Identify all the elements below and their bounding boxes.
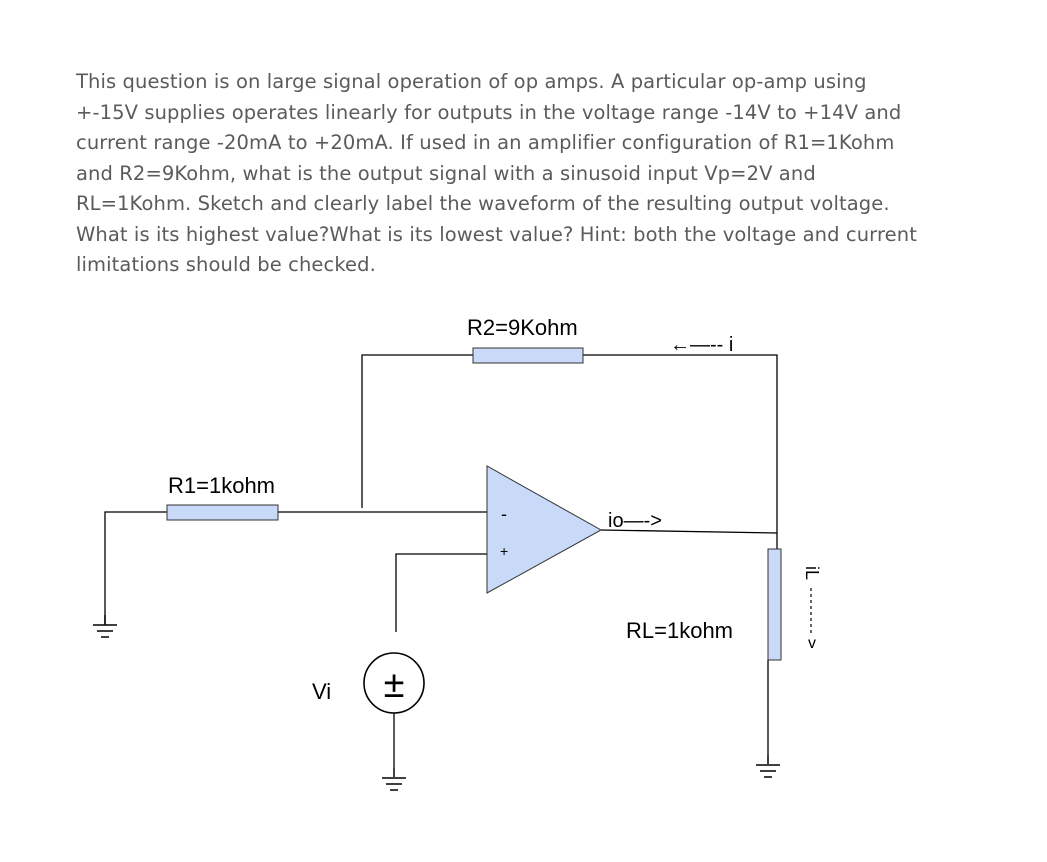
question-line: This question is on large signal operati… xyxy=(76,70,867,93)
vi-label: Vi xyxy=(312,679,331,704)
rl-label: RL=1kohm xyxy=(626,618,733,643)
ground-icon xyxy=(756,755,780,778)
resistor-rl xyxy=(767,548,782,661)
current-i-label: ←—-- i xyxy=(670,334,733,356)
feedback-wire-right xyxy=(583,354,778,549)
resistor-r2 xyxy=(472,347,584,364)
question-line: What is its highest value?What is its lo… xyxy=(76,222,917,246)
question-line: limitations should be checked. xyxy=(76,253,376,276)
source-symbol: ± xyxy=(384,664,405,706)
minus-sign: - xyxy=(501,504,507,524)
output-wire xyxy=(600,529,778,534)
question-line: and R2=9Kohm, what is the output signal … xyxy=(76,161,816,185)
r1-label: R1=1kohm xyxy=(168,473,275,498)
plus-sign: + xyxy=(500,543,508,559)
input-wire-left xyxy=(104,511,167,625)
ground-icon xyxy=(382,777,406,791)
ground-icon xyxy=(93,624,117,638)
question-line: current range -20mA to +20mA. If used in… xyxy=(76,131,895,154)
input-wire-noninverting xyxy=(395,553,488,632)
resistor-r1 xyxy=(166,504,279,521)
il-label: iL xyxy=(802,566,822,580)
io-label: io—-> xyxy=(608,510,662,532)
question-line: +-15V supplies operates linearly for out… xyxy=(76,100,902,124)
opamp-triangle xyxy=(486,465,603,594)
feedback-wire xyxy=(361,354,473,508)
il-arrow-tip: v xyxy=(808,635,816,652)
question-text: This question is on large signal operati… xyxy=(76,67,1036,281)
voltage-source xyxy=(363,652,425,714)
r2-label: R2=9Kohm xyxy=(467,315,578,340)
question-line: RL=1Kohm. Sketch and clearly label the w… xyxy=(76,192,890,215)
